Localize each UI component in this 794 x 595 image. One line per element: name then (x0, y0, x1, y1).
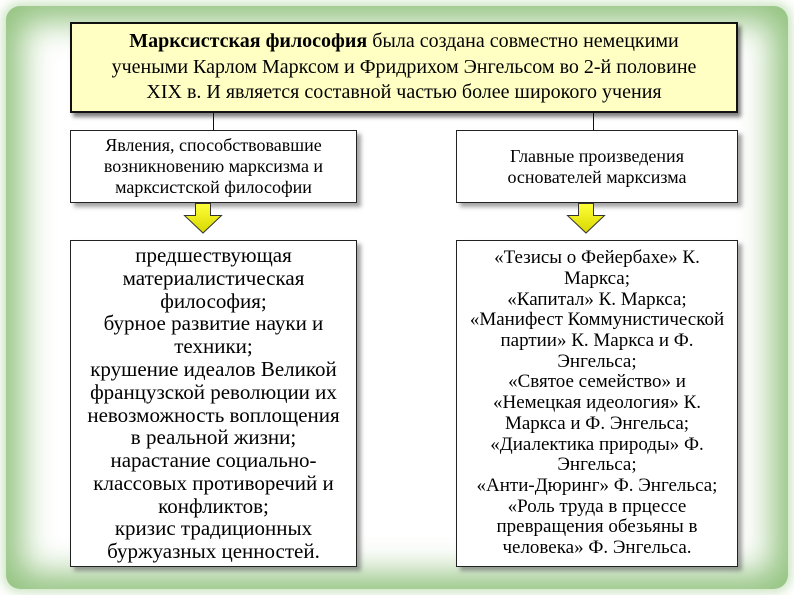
right-body-line: Энгельса; (557, 454, 637, 476)
summary-line-3: XIX в. И является составной частью более… (146, 81, 662, 104)
connector-right (593, 113, 594, 130)
right-body-line: «Диалектика природы» Ф. (490, 433, 704, 455)
right-body-line: человека» Ф. Энгельса. (502, 537, 692, 559)
right-body-line: партии» К. Маркса и Ф. (500, 330, 694, 352)
left-body-line: техники; (174, 334, 253, 359)
summary-line-1-text: была создана совместно немецкими (372, 30, 679, 53)
left-body-line: крушение идеалов Великой (90, 356, 337, 381)
left-body-line: предшествующая (135, 242, 292, 267)
summary-box: Марксистская философия была создана совм… (70, 22, 738, 113)
right-body-line: Энгельса; (557, 350, 637, 372)
left-body-line: невозможность воплощения (87, 402, 340, 427)
right-header-line: основателей марксизма (507, 166, 687, 187)
left-header-line: Явления, способствовавшие (105, 135, 322, 155)
summary-term: Марксистская философия (129, 30, 368, 53)
left-body-line: французской революции их (90, 379, 337, 404)
right-body-line: «Немецкая идеология» К. (492, 392, 702, 414)
left-body-line: философия; (160, 288, 267, 313)
down-arrow-icon (183, 203, 223, 234)
right-body-line: Маркса; (564, 267, 630, 289)
right-body-line: «Анти-Дюринг» Ф. Энгельса; (476, 474, 718, 496)
left-body-line: классовых противоречий и (93, 470, 334, 495)
left-body-line: в реальной жизни; (130, 425, 297, 450)
summary-line-2: учеными Карлом Марксом и Фридрихом Энгел… (111, 55, 697, 78)
right-body-line: Маркса и Ф. Энгельса; (504, 412, 690, 434)
left-body-line: нарастание социально- (110, 448, 317, 473)
right-body-line: «Святое семейство» и (508, 371, 686, 393)
right-body-line: «Роль труда в прцессе (507, 495, 687, 517)
right-header-line: Главные произведения (510, 145, 684, 166)
right-body-line: «Манифест Коммунистической (469, 309, 725, 331)
left-body-line: конфликтов; (158, 493, 269, 518)
left-body-line: кризис традиционных (114, 516, 313, 541)
summary-line-1: Марксистская философия была создана совм… (129, 29, 678, 55)
left-header-line: марксистской философии (115, 177, 312, 197)
right-body-line: «Тезисы о Фейербахе» К. (494, 247, 700, 269)
right-body-line: превращения обезьяны в (496, 516, 698, 538)
right-body-line: «Капитал» К. Маркса; (507, 288, 687, 310)
left-body-line: буржуазных ценностей. (107, 539, 320, 564)
connector-left (213, 113, 214, 130)
down-arrow-icon (566, 203, 606, 234)
left-body-line: бурное развитие науки и (103, 311, 324, 336)
left-body-line: материалистическая (122, 265, 305, 290)
right-body-box: «Тезисы о Фейербахе» К.Маркса;«Капитал» … (456, 240, 738, 567)
left-header-line: возникновению марксизма и (103, 156, 324, 176)
